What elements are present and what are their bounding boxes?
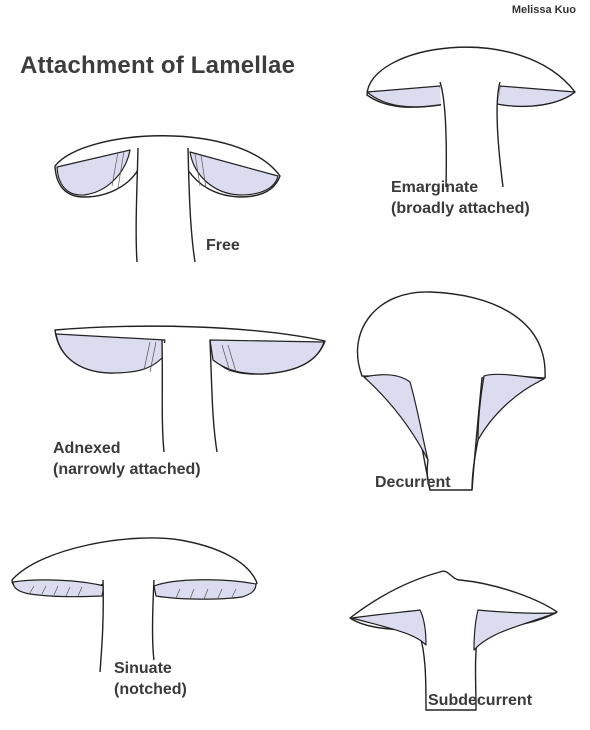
label-sinuate-subtitle: (notched) — [114, 681, 187, 698]
label-subdecurrent: Subdecurrent — [428, 690, 532, 711]
mushroom-emarginate — [366, 46, 576, 188]
mushroom-free — [54, 135, 281, 263]
label-subdecurrent-name: Subdecurrent — [428, 692, 533, 709]
label-free: Free — [206, 235, 240, 256]
mushroom-adnexed — [54, 325, 326, 453]
label-adnexed: Adnexed (narrowly attached) — [53, 438, 201, 480]
mushroom-subdecurrent — [349, 570, 558, 711]
label-emarginate-name: Emarginate — [391, 179, 479, 196]
label-decurrent: Decurrent — [375, 472, 451, 493]
label-sinuate: Sinuate (notched) — [114, 658, 187, 700]
label-adnexed-name: Adnexed — [53, 440, 121, 457]
label-emarginate: Emarginate (broadly attached) — [391, 177, 530, 219]
label-sinuate-name: Sinuate — [114, 660, 172, 677]
mushroom-sinuate — [11, 537, 258, 673]
label-decurrent-name: Decurrent — [375, 474, 451, 491]
mushroom-decurrent — [356, 291, 546, 491]
label-adnexed-subtitle: (narrowly attached) — [53, 461, 201, 478]
diagram-title: Attachment of Lamellae — [20, 52, 296, 79]
label-emarginate-subtitle: (broadly attached) — [391, 200, 530, 217]
label-free-name: Free — [206, 237, 240, 254]
author-credit: Melissa Kuo — [511, 4, 576, 16]
